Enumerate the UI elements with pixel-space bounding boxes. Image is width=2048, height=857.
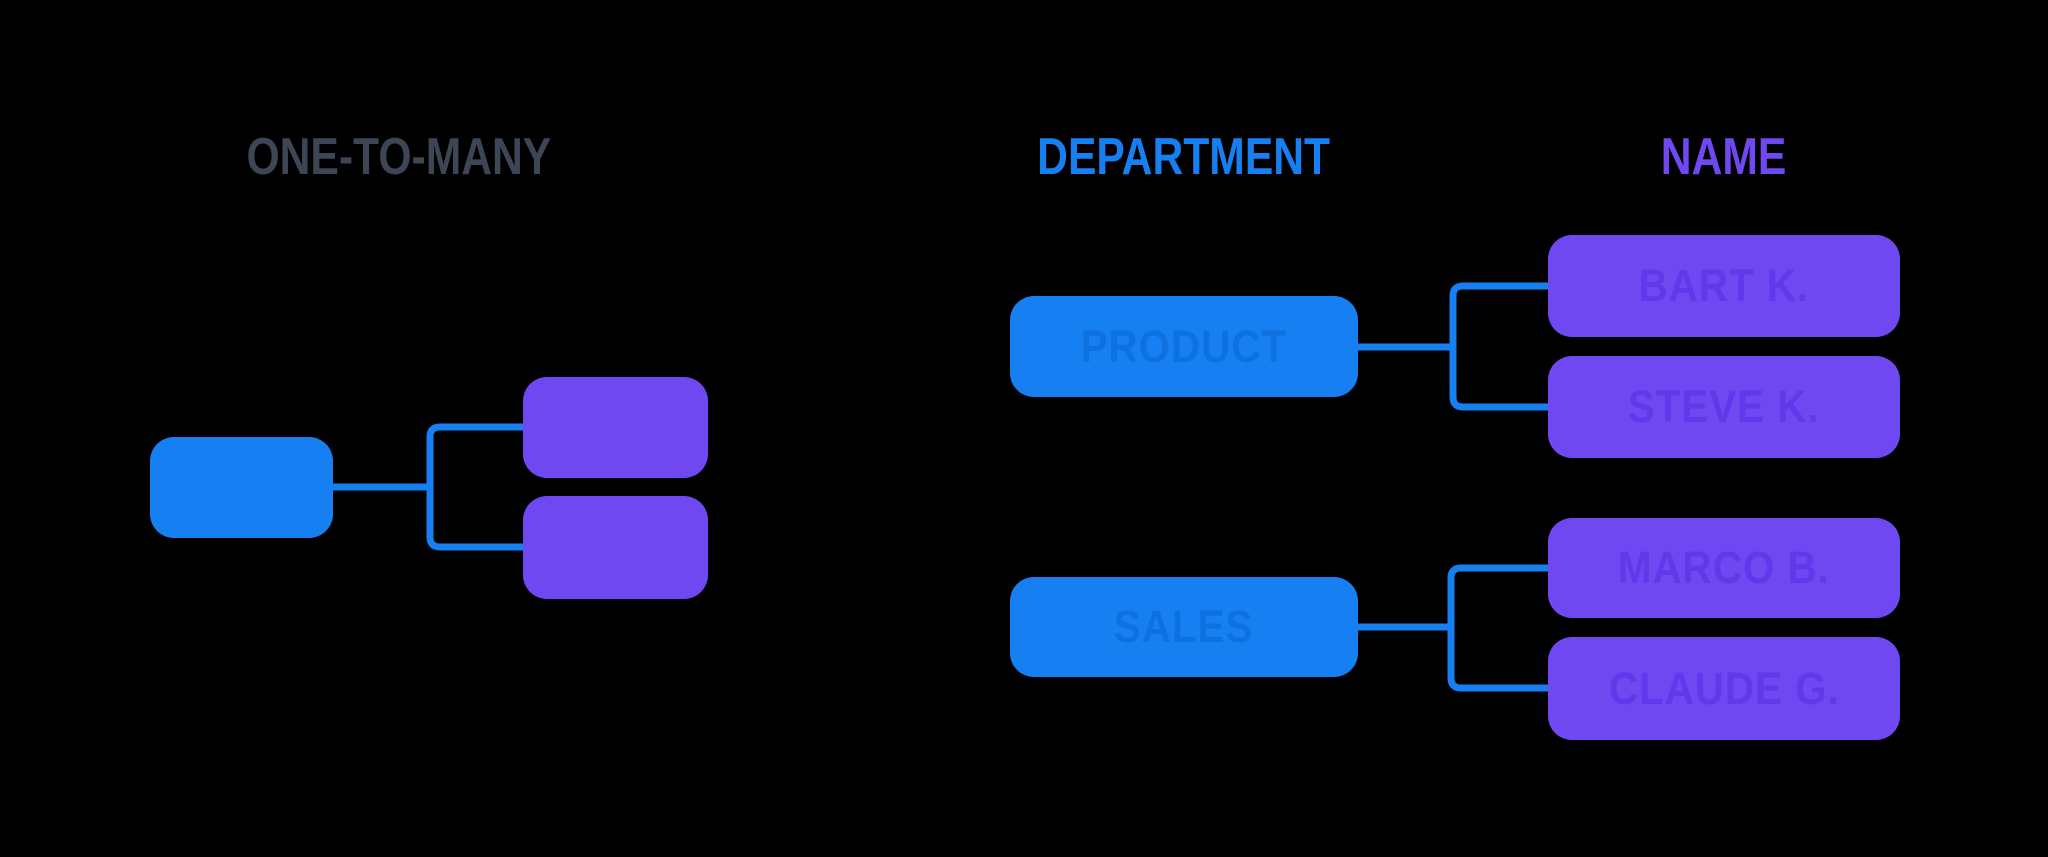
column-header-department-text: DEPARTMENT: [1037, 128, 1331, 186]
name-label: CLAUDE G.: [1608, 662, 1840, 714]
column-header-name-text: NAME: [1661, 128, 1787, 186]
legend-many-node-2: [523, 496, 708, 599]
connector-legend: [329, 423, 527, 551]
legend-many-node-1: [523, 377, 708, 478]
connector-product-names: [1354, 282, 1552, 411]
name-node: CLAUDE G.: [1548, 637, 1900, 740]
connector-sales-names: [1354, 564, 1552, 692]
legend-title: ONE-TO-MANY: [139, 130, 659, 184]
department-label: PRODUCT: [1080, 320, 1288, 372]
column-header-name: NAME: [1464, 130, 1984, 184]
department-node-product: PRODUCT: [1010, 296, 1358, 397]
legend-one-node: [150, 437, 333, 538]
name-label: STEVE K.: [1628, 381, 1820, 432]
name-node: STEVE K.: [1548, 356, 1900, 458]
name-label: MARCO B.: [1618, 542, 1830, 593]
legend-title-text: ONE-TO-MANY: [246, 128, 552, 186]
name-node: BART K.: [1548, 235, 1900, 337]
column-header-department: DEPARTMENT: [924, 130, 1444, 184]
department-label: SALES: [1114, 601, 1254, 652]
department-node-sales: SALES: [1010, 577, 1358, 677]
name-node: MARCO B.: [1548, 518, 1900, 618]
name-label: BART K.: [1638, 260, 1810, 311]
